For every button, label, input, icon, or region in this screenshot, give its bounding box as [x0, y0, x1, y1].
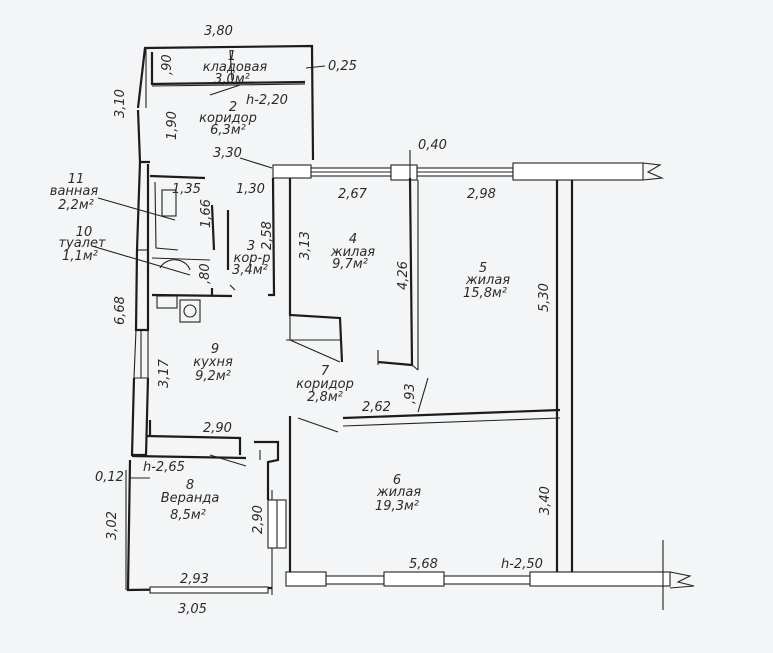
- room-5-number: 5: [479, 261, 487, 276]
- wall-segment: [512, 162, 644, 181]
- dimension-label: 0,12: [95, 470, 124, 485]
- room-2-name: коридор: [199, 111, 257, 126]
- room-5-area: 15,8м²: [463, 286, 507, 301]
- left-wall: [130, 161, 150, 457]
- room-1-number: 1: [228, 49, 236, 64]
- dimension-label: 3,30: [213, 146, 242, 161]
- room-7-label: 7 коридор 2,8м²: [296, 364, 354, 405]
- room-10-label: 10 туалет 1,1м²: [58, 225, 106, 264]
- dimension-label: 1,30: [236, 182, 265, 197]
- wall-segment: [529, 571, 671, 587]
- room-6-name: жилая: [376, 485, 421, 500]
- dimension-label: 2,93: [180, 572, 209, 587]
- dimension-label: 2,58: [260, 221, 275, 250]
- room-7-area: 2,8м²: [307, 390, 343, 405]
- room-2-label: 2 коридор 6,3м²: [199, 100, 257, 138]
- dimension-label: 0,25: [328, 59, 357, 74]
- room-11-area: 2,2м²: [58, 198, 94, 213]
- dimension-label: h-2,50: [501, 557, 543, 572]
- dimension-label: 0,40: [418, 138, 447, 153]
- window: [325, 575, 385, 585]
- dimension-label: 3,05: [178, 602, 207, 617]
- room-10-area: 1,1м²: [62, 249, 98, 264]
- leader-lines: [91, 49, 411, 479]
- dimension-label: ,93: [403, 383, 418, 404]
- room-8-number: 8: [186, 478, 194, 493]
- room-8-name: Веранда: [161, 491, 220, 506]
- room-2-area: 6,3м²: [210, 123, 246, 138]
- wall-segment: [272, 164, 312, 179]
- window: [443, 575, 531, 585]
- room-3-area: 3,4м²: [232, 263, 268, 278]
- top-wall: [272, 162, 665, 181]
- room-4-number: 4: [349, 232, 357, 247]
- room-1-name: кладовая: [203, 60, 268, 75]
- dimension-label: h-2,65: [143, 460, 185, 475]
- room-5-label: 5 жилая 15,8м²: [463, 261, 510, 301]
- room-5-name: жилая: [465, 273, 510, 288]
- veranda-walls: [125, 454, 287, 595]
- room-6-label: 6 жилая 19,3м²: [375, 473, 421, 514]
- room-4-area: 9,7м²: [332, 257, 368, 272]
- dimension-label: 3,17: [157, 358, 172, 388]
- dimension-label: 5,30: [537, 283, 552, 312]
- dimension-label: 6,68: [113, 296, 128, 325]
- room-8-label: 8 Веранда 8,5м²: [161, 478, 220, 523]
- room-9-area: 9,2м²: [195, 369, 231, 384]
- dimension-label: 3,10: [113, 89, 128, 118]
- room-9-label: 9 кухня 9,2м²: [193, 342, 233, 384]
- dimension-label: 1,35: [172, 182, 201, 197]
- room-7-number: 7: [321, 364, 330, 379]
- dimension-label: ,90: [160, 54, 175, 75]
- dimension-label: 2,90: [251, 505, 266, 534]
- room-3-number: 3: [247, 239, 255, 254]
- room-9-name: кухня: [193, 355, 233, 370]
- room-4-name: жилая: [330, 245, 375, 260]
- wall-segment: [383, 571, 445, 587]
- room-4-label: 4 жилая 9,7м²: [330, 232, 375, 272]
- room-8-area: 8,5м²: [170, 508, 206, 523]
- room-3-name: кор-р: [233, 251, 270, 266]
- interior-walls: [145, 177, 574, 577]
- dimension-label: 3,02: [105, 511, 120, 540]
- dimension-label: 3,40: [538, 486, 553, 515]
- dimension-label: 5,68: [409, 557, 438, 572]
- room-10-number: 10: [76, 225, 93, 240]
- dimension-label: 3,13: [298, 231, 313, 260]
- wall-segment: [390, 164, 418, 181]
- room-6-number: 6: [393, 473, 401, 488]
- dimension-label: 2,62: [362, 400, 391, 415]
- room-7-name: коридор: [296, 377, 354, 392]
- room-2-number: 2: [229, 100, 237, 115]
- bottom-wall: [285, 440, 695, 610]
- dimension-label: 4,26: [396, 261, 411, 290]
- room-1-label: 1 кладовая 3,0м²: [203, 49, 268, 87]
- wall-segment: [285, 571, 327, 587]
- dimension-label: ,80: [198, 263, 213, 284]
- bathroom-block: [149, 174, 236, 323]
- room-labels: 1 кладовая 3,0м² 2 коридор 6,3м² 3 кор-р…: [50, 49, 511, 523]
- dimension-label: 2,98: [467, 187, 496, 202]
- room-3-label: 3 кор-р 3,4м²: [232, 239, 270, 278]
- dimension-label: 2,90: [203, 421, 232, 436]
- room-11-name: ванная: [50, 184, 99, 199]
- dimension-label: 2,67: [338, 187, 368, 202]
- dimension-label: h-2,20: [246, 93, 288, 108]
- dimension-labels: 3,80 ,90 0,25 h-2,20 3,10 1,90 3,30 0,40…: [95, 24, 553, 617]
- room-1-area: 3,0м²: [214, 72, 250, 87]
- room-6-area: 19,3м²: [375, 499, 419, 514]
- dimension-label: 3,80: [204, 24, 233, 39]
- dimension-label: 1,90: [165, 111, 180, 140]
- room-11-label: 11 ванная 2,2м²: [50, 172, 99, 213]
- room-10-name: туалет: [58, 236, 106, 251]
- room-11-number: 11: [68, 172, 85, 187]
- annex-walls: [136, 44, 315, 164]
- room-9-number: 9: [211, 342, 219, 357]
- dimension-label: 1,66: [199, 199, 214, 228]
